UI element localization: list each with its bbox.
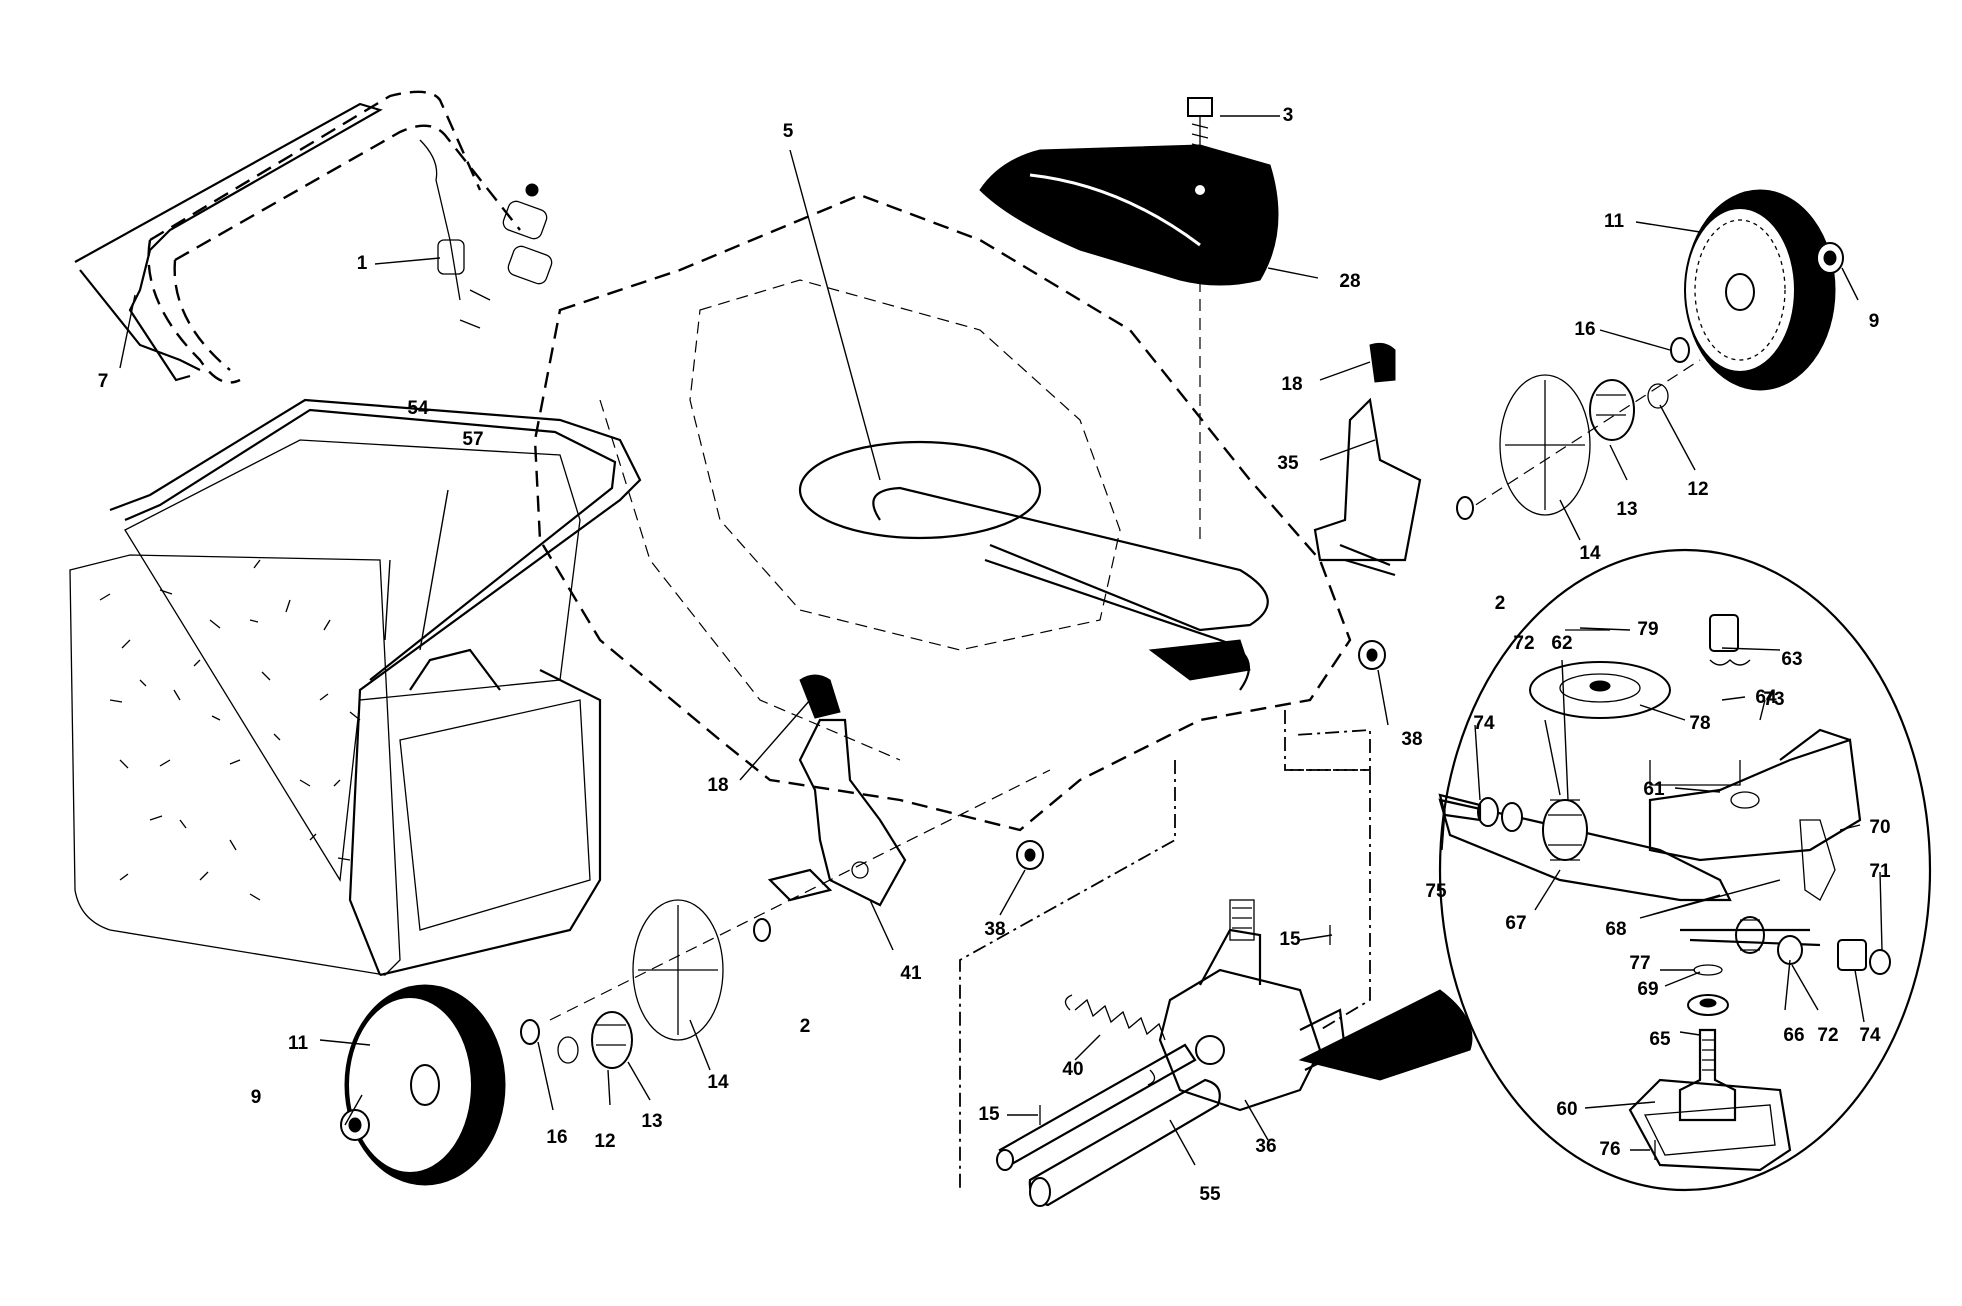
- left-height-adjuster: [767, 674, 907, 907]
- label-15-bottom: 15: [978, 1104, 1000, 1125]
- label-41: 41: [900, 963, 922, 984]
- label-72-bottom: 72: [1817, 1025, 1838, 1046]
- label-71: 71: [1869, 861, 1891, 882]
- grass-catcher: [69, 398, 642, 977]
- blade-control-bail: [872, 486, 1269, 632]
- label-61: 61: [1643, 779, 1665, 800]
- wheel-nut: [1816, 242, 1844, 274]
- label-12-right: 12: [1687, 479, 1708, 500]
- label-79: 79: [1637, 619, 1658, 640]
- label-68: 68: [1605, 919, 1626, 940]
- label-16-right: 16: [1574, 319, 1595, 340]
- label-3: 3: [1283, 105, 1294, 126]
- transmission-detail-callout: [1298, 548, 1932, 1192]
- label-73: 73: [1763, 689, 1784, 710]
- label-62: 62: [1551, 633, 1572, 654]
- label-38-left: 38: [984, 919, 1005, 940]
- label-76: 76: [1599, 1139, 1620, 1160]
- rear-right-wheel: [1684, 189, 1836, 391]
- transmission: [1158, 899, 1347, 1112]
- label-14-left: 14: [707, 1072, 729, 1093]
- label-2-left: 2: [800, 1016, 811, 1037]
- handle-assembly: [74, 90, 521, 384]
- label-36: 36: [1255, 1136, 1276, 1157]
- label-74-top: 74: [1473, 713, 1495, 734]
- right-height-adjuster: [1313, 342, 1422, 577]
- label-2-right: 2: [1495, 593, 1506, 614]
- label-70: 70: [1869, 817, 1890, 838]
- label-13-left: 13: [641, 1111, 662, 1132]
- top-cover: [979, 144, 1279, 540]
- label-18-left: 18: [707, 775, 728, 796]
- right-wheel-hub-parts: [1456, 337, 1701, 520]
- label-77: 77: [1629, 953, 1650, 974]
- label-38-right: 38: [1401, 729, 1422, 750]
- label-13-right: 13: [1616, 499, 1637, 520]
- label-16-left: 16: [546, 1127, 567, 1148]
- label-7: 7: [98, 371, 109, 392]
- label-66: 66: [1783, 1025, 1804, 1046]
- label-65: 65: [1649, 1029, 1671, 1050]
- left-wheel-nut: [340, 1109, 370, 1141]
- label-64: 64: [1755, 687, 1777, 708]
- label-72-top: 72: [1513, 633, 1534, 654]
- label-14-right: 14: [1579, 543, 1601, 564]
- drive-spring: [1064, 994, 1166, 1086]
- handle-control-assembly: [419, 139, 553, 329]
- left-axle-line: [549, 769, 1051, 1021]
- left-spacer: [1016, 840, 1044, 870]
- label-57: 57: [462, 429, 483, 450]
- mower-deck: [533, 193, 1352, 832]
- bolt: [1187, 97, 1213, 170]
- label-78: 78: [1689, 713, 1710, 734]
- label-9-left: 9: [251, 1087, 262, 1108]
- part-labels: 1 2 2 3 5 7 9 9 11 11 12 12 13 13 14 14 …: [98, 105, 1891, 1205]
- catcher-top-mesh: [124, 439, 581, 882]
- label-67: 67: [1505, 913, 1526, 934]
- label-60: 60: [1556, 1099, 1577, 1120]
- label-35: 35: [1277, 453, 1299, 474]
- catcher-bag: [69, 554, 401, 976]
- transmission-detail-parts: [1438, 614, 1891, 1172]
- label-75: 75: [1425, 881, 1447, 902]
- front-left-wheel: [344, 984, 506, 1186]
- axle-tube: [1028, 1078, 1221, 1207]
- label-9-right: 9: [1869, 311, 1880, 332]
- label-63: 63: [1781, 649, 1802, 670]
- label-55: 55: [1199, 1184, 1221, 1205]
- deck-opening: [798, 440, 1042, 540]
- label-11-right: 11: [1604, 211, 1625, 232]
- leader-lines: [119, 115, 1883, 1166]
- drive-axle: [996, 1043, 1197, 1171]
- label-11-left: 11: [288, 1033, 309, 1054]
- label-28: 28: [1339, 271, 1360, 292]
- label-5: 5: [783, 121, 794, 142]
- label-54: 54: [407, 398, 429, 419]
- label-74-bottom: 74: [1859, 1025, 1881, 1046]
- label-40: 40: [1062, 1059, 1083, 1080]
- drive-frame: [959, 710, 1371, 1190]
- label-18-right: 18: [1281, 374, 1302, 395]
- left-wheel-hub-parts: [520, 899, 771, 1069]
- label-1: 1: [357, 253, 368, 274]
- right-spacer: [1358, 640, 1386, 670]
- label-15-top: 15: [1279, 929, 1301, 950]
- label-69: 69: [1637, 979, 1658, 1000]
- label-12-left: 12: [594, 1131, 615, 1152]
